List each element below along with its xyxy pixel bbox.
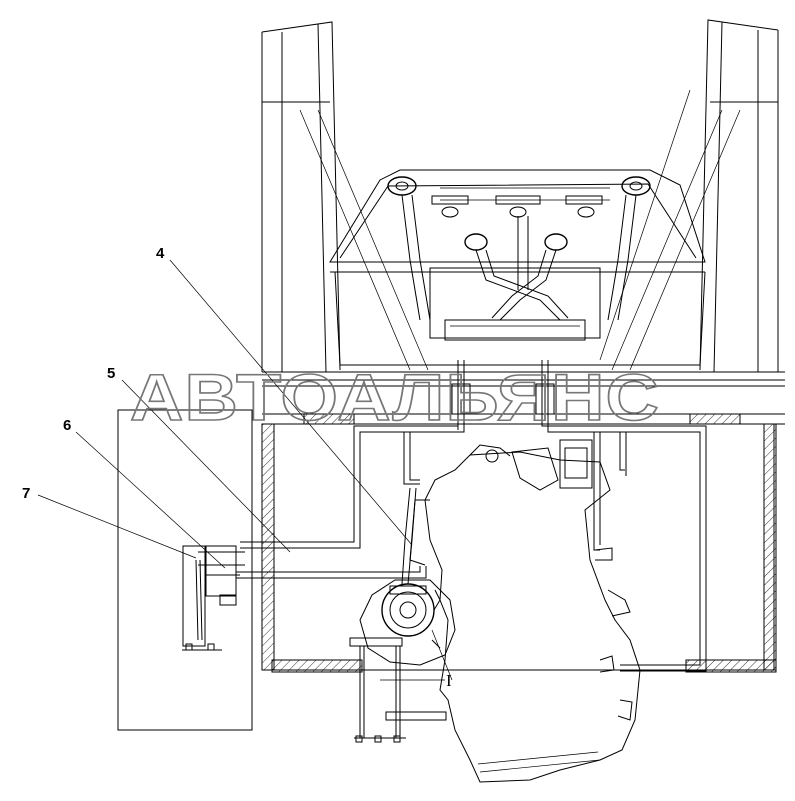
- heater-unit-panel: [117, 409, 253, 731]
- cab-frame: [261, 19, 779, 373]
- leader-5: [121, 379, 291, 553]
- section-mark: I: [446, 671, 452, 690]
- callout-7: 7: [22, 485, 30, 502]
- leader-6: [75, 431, 226, 569]
- coolant-pipes: [236, 360, 707, 672]
- leader-i: [431, 629, 453, 681]
- leader-lines: [37, 259, 453, 681]
- leader-4: [169, 259, 413, 546]
- heater-housing: [329, 169, 706, 366]
- callout-6: 6: [63, 417, 71, 434]
- engine-block: [409, 439, 641, 783]
- engine-mount: [349, 637, 447, 743]
- callout-5: 5: [107, 365, 115, 382]
- callout-4: 4: [156, 245, 165, 262]
- frame-rails: [261, 413, 777, 673]
- leader-7: [37, 494, 197, 559]
- watermark-text: АВТОАЛЬЯНС: [130, 360, 660, 434]
